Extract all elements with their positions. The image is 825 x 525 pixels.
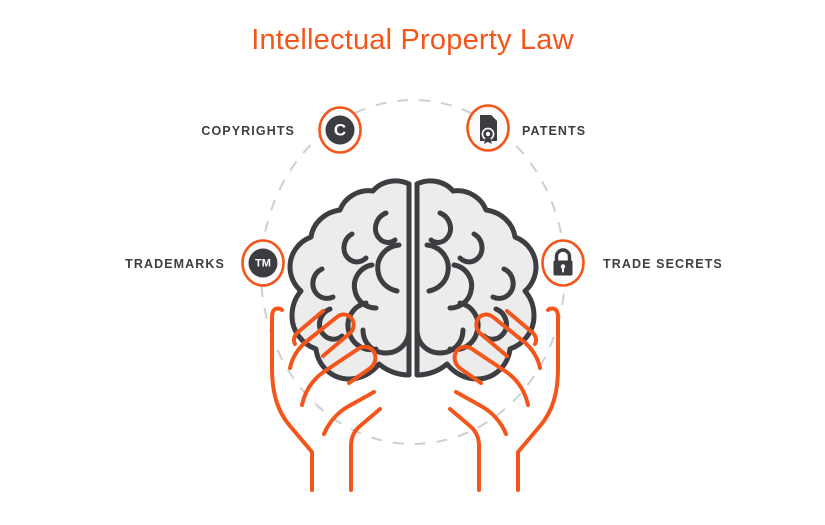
patent-certificate-icon <box>480 115 497 144</box>
cupped-hands <box>270 306 560 492</box>
copyright-glyph: C <box>334 121 346 140</box>
lock-icon <box>553 248 573 276</box>
node-copyrights[interactable]: C <box>317 105 363 155</box>
node-trademarks[interactable]: TM <box>240 238 286 288</box>
node-patents[interactable] <box>465 103 511 153</box>
page-title: Intellectual Property Law <box>251 24 574 56</box>
label-patents: PATENTS <box>522 124 587 138</box>
label-copyrights: COPYRIGHTS <box>201 124 295 138</box>
node-trade-secrets[interactable] <box>540 238 586 288</box>
trademark-icon <box>248 248 278 278</box>
copyright-icon <box>325 115 355 145</box>
label-trademarks: TRADEMARKS <box>125 257 225 271</box>
trademark-glyph: TM <box>255 258 271 270</box>
label-trade-secrets: TRADE SECRETS <box>603 257 723 271</box>
